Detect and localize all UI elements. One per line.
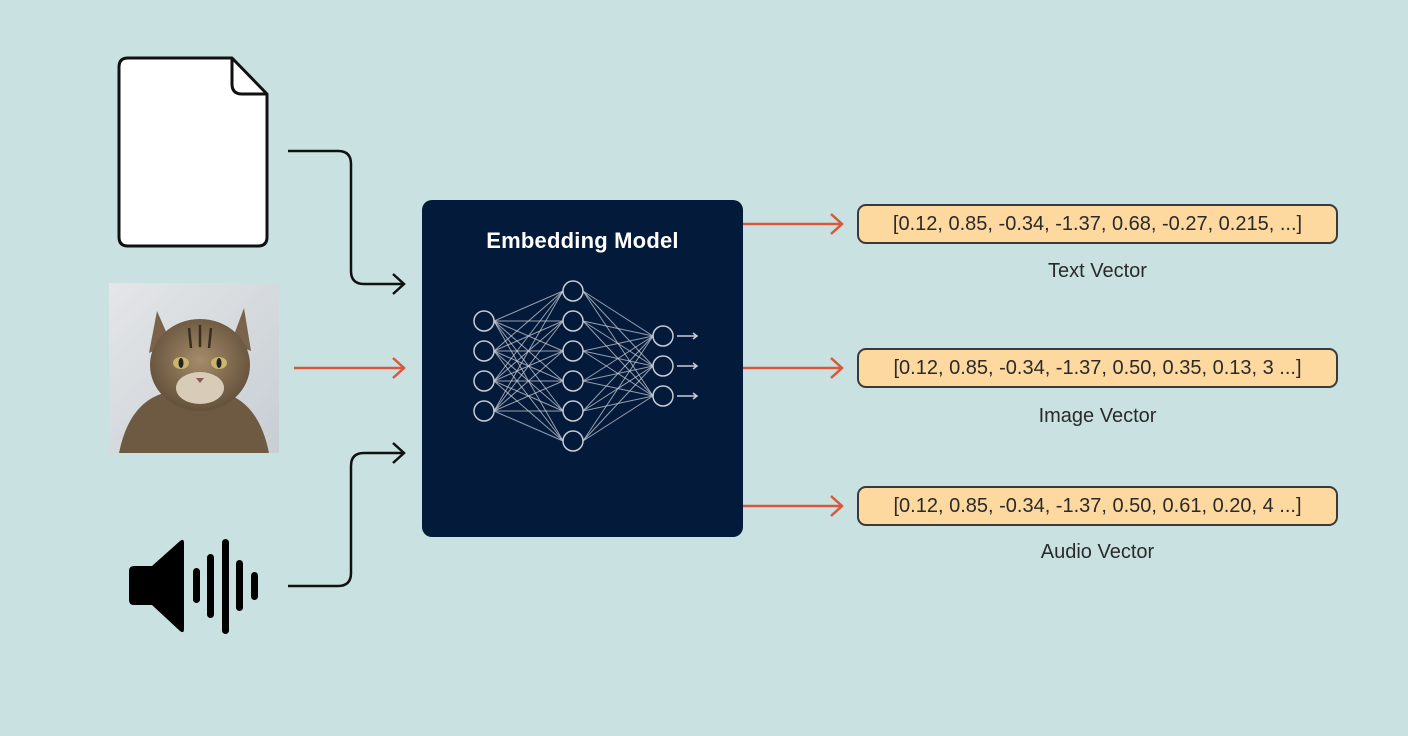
network-node bbox=[562, 400, 584, 422]
network-connection bbox=[493, 290, 564, 352]
network-node bbox=[473, 310, 495, 332]
network-output-arrow bbox=[677, 332, 699, 340]
speaker-soundwave-icon bbox=[129, 539, 258, 634]
cat-photo bbox=[109, 283, 279, 453]
network-connection bbox=[493, 290, 564, 322]
network-connection bbox=[493, 320, 564, 412]
model-title: Embedding Model bbox=[486, 228, 679, 253]
audio-vector-label: Audio Vector bbox=[1040, 541, 1155, 563]
text-input-arrow bbox=[288, 149, 404, 286]
network-connection bbox=[493, 410, 564, 442]
text-vector-label: Text Vector bbox=[1048, 260, 1147, 282]
network-node bbox=[562, 340, 584, 362]
network-connection bbox=[582, 335, 654, 412]
network-output-arrow bbox=[677, 392, 699, 400]
network-output-arrow bbox=[677, 362, 699, 370]
network-node bbox=[652, 385, 674, 407]
network-connection bbox=[582, 320, 654, 337]
text-input-arrowhead bbox=[392, 273, 406, 295]
network-node bbox=[562, 370, 584, 392]
neural-network-icon bbox=[473, 280, 699, 452]
network-connection bbox=[582, 335, 654, 442]
text-vector-value: [0.12, 0.85, -0.34, -1.37, 0.68, -0.27, … bbox=[892, 212, 1303, 235]
network-connection bbox=[582, 290, 654, 337]
network-connection bbox=[582, 335, 654, 352]
network-node bbox=[562, 310, 584, 332]
network-node bbox=[652, 325, 674, 347]
network-node bbox=[652, 355, 674, 377]
image-input-arrowhead bbox=[392, 357, 406, 379]
audio-vector-value: [0.12, 0.85, -0.34, -1.37, 0.50, 0.61, 0… bbox=[893, 494, 1302, 517]
audio-input-arrowhead bbox=[392, 442, 406, 464]
text-vector-box: [0.12, 0.85, -0.34, -1.37, 0.68, -0.27, … bbox=[857, 204, 1338, 244]
network-connection bbox=[582, 365, 654, 442]
image-vector-value: [0.12, 0.85, -0.34, -1.37, 0.50, 0.35, 0… bbox=[893, 356, 1302, 379]
network-connection bbox=[582, 395, 654, 442]
embedding-model-box: Embedding Model bbox=[422, 200, 743, 537]
network-node bbox=[473, 340, 495, 362]
image-vector-label: Image Vector bbox=[1038, 405, 1157, 427]
network-node bbox=[562, 430, 584, 452]
audio-input-arrow bbox=[288, 451, 404, 588]
network-node bbox=[562, 280, 584, 302]
output-arrows bbox=[743, 213, 844, 517]
document-icon bbox=[117, 56, 269, 248]
network-connection bbox=[493, 290, 564, 382]
network-node bbox=[473, 400, 495, 422]
network-connection bbox=[582, 335, 654, 382]
network-connection bbox=[493, 380, 564, 412]
audio-vector-box: [0.12, 0.85, -0.34, -1.37, 0.50, 0.61, 0… bbox=[857, 486, 1338, 526]
network-connection bbox=[493, 290, 564, 412]
image-vector-box: [0.12, 0.85, -0.34, -1.37, 0.50, 0.35, 0… bbox=[857, 348, 1338, 388]
network-connection bbox=[493, 350, 564, 412]
network-node bbox=[473, 370, 495, 392]
